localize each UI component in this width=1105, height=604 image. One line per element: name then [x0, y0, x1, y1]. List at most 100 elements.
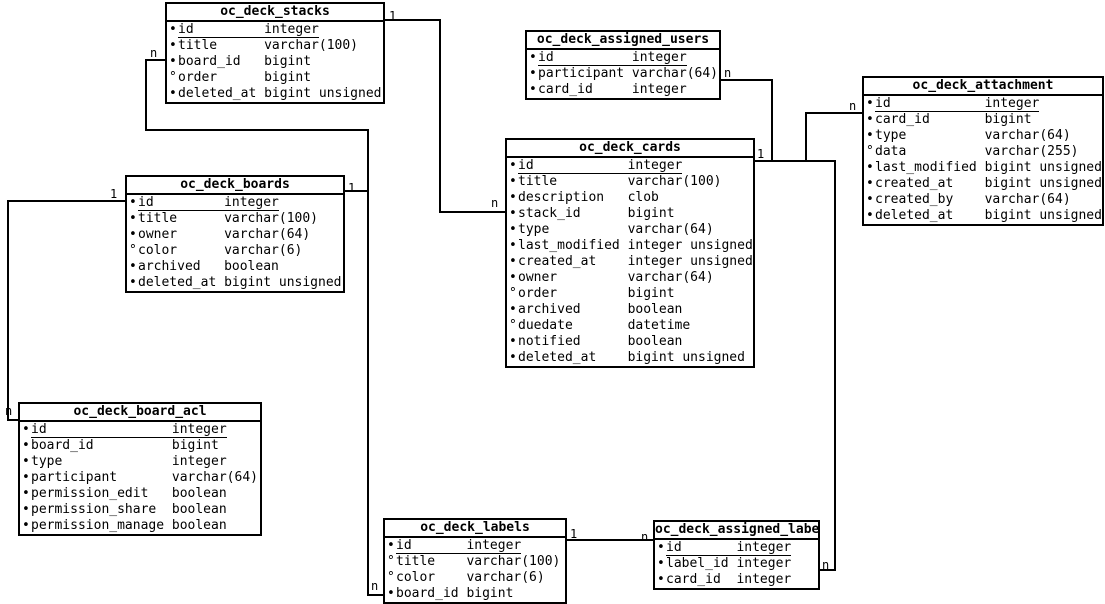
notnull-bullet-icon: •	[866, 192, 874, 207]
field-type: varchar(6)	[224, 243, 303, 258]
field-type: bigint	[627, 206, 675, 221]
field-name: board_id	[178, 54, 241, 69]
nullable-circle-icon: °	[169, 70, 177, 85]
field-type: bigint unsigned	[984, 176, 1102, 191]
notnull-bullet-icon: •	[866, 128, 874, 143]
field-type: integer	[264, 22, 319, 38]
notnull-bullet-icon: •	[866, 160, 874, 175]
field-type: varchar(100)	[627, 174, 722, 189]
notnull-bullet-icon: •	[509, 334, 517, 349]
field-type: boolean	[171, 486, 227, 501]
field-type: integer	[627, 158, 683, 174]
nullable-circle-icon: °	[129, 243, 137, 258]
notnull-bullet-icon: •	[529, 50, 537, 65]
field-name: card_id	[875, 112, 930, 127]
table-title: oc_deck_assigned_labels	[655, 522, 818, 540]
field-name: type	[31, 454, 63, 469]
field-type: integer	[224, 195, 279, 211]
field-name: card_id	[538, 82, 593, 97]
notnull-bullet-icon: •	[129, 259, 137, 274]
cardinality-label: 1	[389, 9, 397, 23]
notnull-bullet-icon: •	[509, 206, 517, 221]
field-type: integer unsigned	[627, 238, 753, 253]
field-name: id	[666, 540, 737, 556]
field-type: bigint	[466, 586, 514, 601]
field-name: notified	[518, 334, 581, 349]
field-name: id	[518, 158, 628, 174]
cardinality-label: n	[822, 558, 830, 572]
field-type: bigint unsigned	[984, 160, 1102, 175]
notnull-bullet-icon: •	[657, 556, 665, 571]
field-type: varchar(255)	[984, 144, 1079, 159]
notnull-bullet-icon: •	[22, 454, 30, 469]
field-type: varchar(6)	[466, 570, 545, 585]
notnull-bullet-icon: •	[169, 38, 177, 53]
field-type: boolean	[171, 502, 227, 517]
field-name: deleted_at	[178, 86, 257, 101]
field-name: permission_manage	[31, 518, 165, 533]
cardinality-label: 1	[570, 527, 578, 541]
field-name: description	[518, 190, 605, 205]
field-name: participant	[538, 66, 625, 81]
field-type: integer	[631, 50, 687, 66]
field-name: stack_id	[518, 206, 581, 221]
relationship-line-stacks-to-cards	[385, 19, 505, 213]
field-name: archived	[518, 302, 581, 317]
field-name: board_id	[396, 586, 459, 601]
notnull-bullet-icon: •	[657, 572, 665, 587]
field-name: color	[396, 570, 436, 585]
field-type: bigint unsigned	[264, 86, 382, 101]
relationship-line-cards-to-assigned-labels	[806, 160, 836, 571]
field-type: boolean	[224, 259, 279, 274]
nullable-circle-icon: °	[866, 144, 874, 159]
notnull-bullet-icon: •	[387, 538, 395, 553]
nullable-circle-icon: °	[509, 286, 517, 301]
field-name: permission_edit	[31, 486, 149, 501]
field-name: id	[875, 96, 985, 112]
field-name: last_modified	[518, 238, 620, 253]
field-type: varchar(64)	[171, 470, 258, 485]
field-name: label_id	[666, 556, 729, 571]
field-type: bigint unsigned	[984, 208, 1102, 223]
field-name: created_at	[875, 176, 954, 191]
field-name: deleted_at	[138, 275, 217, 290]
field-type: integer	[171, 422, 227, 438]
notnull-bullet-icon: •	[509, 270, 517, 285]
field-name: id	[31, 422, 172, 438]
field-name: order	[518, 286, 558, 301]
notnull-bullet-icon: •	[509, 158, 517, 173]
notnull-bullet-icon: •	[169, 54, 177, 69]
field-name: archived	[138, 259, 201, 274]
nullable-circle-icon: °	[387, 554, 395, 569]
